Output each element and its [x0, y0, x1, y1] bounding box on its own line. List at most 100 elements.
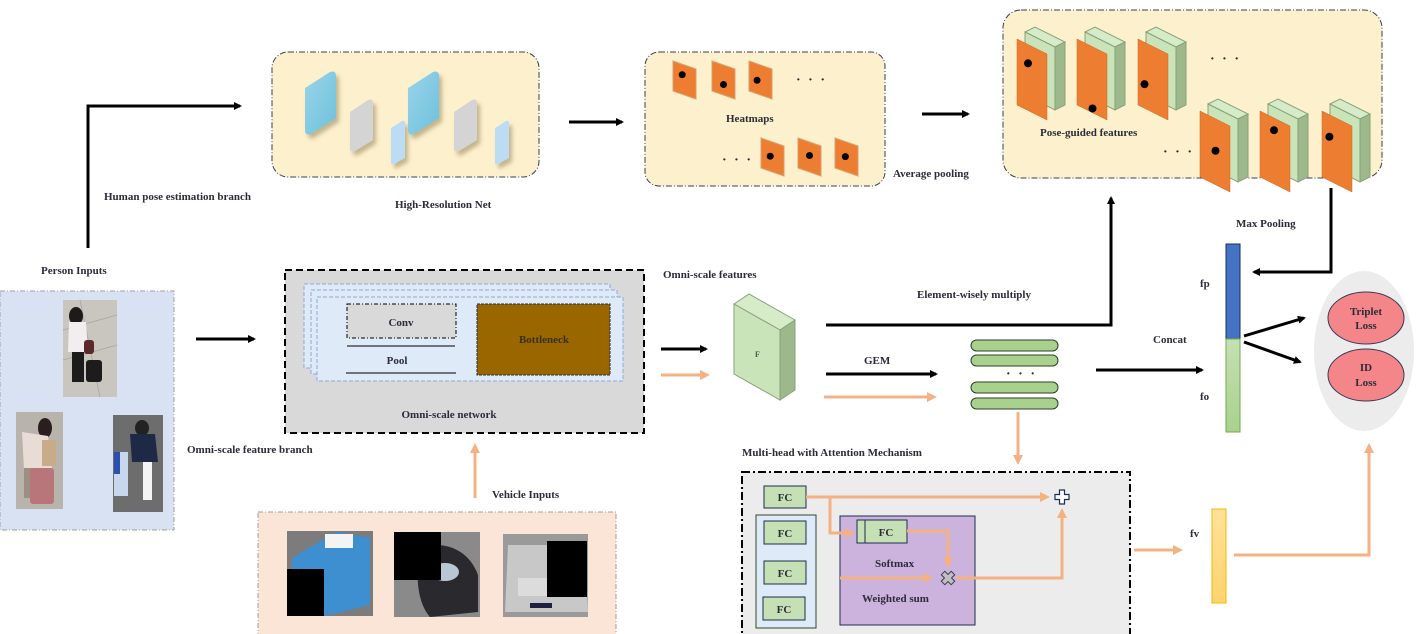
- pose-guided-feature-cube: [1259, 98, 1310, 193]
- fo-label: fo: [1200, 391, 1210, 403]
- to-triplet-arrow: [1243, 315, 1306, 338]
- bottleneck-layer: [476, 303, 611, 376]
- concat-label: Concat: [1153, 334, 1187, 346]
- add-icon: [1054, 489, 1070, 505]
- fc-top-label: FC: [778, 492, 793, 504]
- heatmaps-ellipsis-bottom: · · ·: [722, 153, 753, 168]
- pool-label: Pool: [387, 355, 408, 367]
- bottleneck-label: Bottleneck: [519, 334, 570, 346]
- conv-layer: [346, 303, 457, 339]
- fp-vector: [1225, 243, 1241, 340]
- person-image-2: [16, 412, 63, 509]
- heatmap-tile: [711, 60, 736, 100]
- max-pooling-label: Max Pooling: [1236, 218, 1296, 230]
- pose-features-ellipsis-top: · · ·: [1210, 52, 1241, 67]
- keypoint-dot: [766, 152, 774, 160]
- person-inputs-panel: [0, 290, 175, 531]
- keypoint-dot: [1088, 104, 1097, 113]
- person-inputs-label: Person Inputs: [41, 265, 107, 277]
- fo-vector: [1225, 338, 1241, 433]
- hrnet-label: High-Resolution Net: [395, 199, 492, 211]
- pose-guided-feature-cube: [1137, 26, 1188, 121]
- triplet-loss-label-line1: Triplet: [1350, 306, 1383, 318]
- element-multiply-label: Element-wisely multiply: [917, 289, 1031, 301]
- gem-label: GEM: [864, 355, 891, 367]
- heatmaps-block: · · · · · · Heatmaps: [644, 51, 886, 187]
- omni-feature-cube: F: [733, 293, 796, 401]
- heatmap-tile: [834, 137, 859, 177]
- hrnet-block: [271, 51, 540, 178]
- keypoint-dot: [841, 153, 849, 161]
- keypoint-dot: [806, 152, 813, 159]
- fv-vector: [1211, 508, 1227, 604]
- omni-features-label: Omni-scale features: [663, 269, 757, 281]
- hrnet-layer-icon: [305, 71, 509, 165]
- fv-to-loss-arrow: [1234, 443, 1374, 557]
- concat-feature-vector: [1225, 243, 1241, 433]
- fc-2-label: FC: [778, 568, 793, 580]
- omni-branch-label: Omni-scale feature branch: [187, 444, 313, 456]
- heatmap-tile: [748, 60, 773, 100]
- fc-top-to-fc-inner-arrow: [828, 497, 855, 538]
- keypoint-dot: [1325, 132, 1334, 141]
- vehicle-inputs-panel: [257, 511, 617, 634]
- heatmaps-label: Heatmaps: [726, 113, 774, 125]
- omni-feature-glyph: F: [755, 350, 760, 359]
- triplet-loss-label-line2: Loss: [1355, 320, 1377, 332]
- id-loss-label-line2: Loss: [1355, 377, 1377, 389]
- conv-label: Conv: [388, 317, 414, 329]
- keypoint-dot: [753, 76, 761, 84]
- keypoint-dot: [1270, 126, 1278, 135]
- fc-inner-to-multiply-arrow: [907, 529, 953, 568]
- keypoint-dot: [678, 71, 686, 79]
- fc-2: [763, 560, 807, 585]
- vehicle-image-bus: [287, 531, 373, 616]
- fv-label: fv: [1190, 528, 1200, 540]
- softmax-label: Softmax: [875, 558, 915, 570]
- multiply-icon: [940, 570, 956, 586]
- gem-feature-stack: · · ·: [970, 339, 1059, 410]
- keypoint-dot: [1024, 59, 1032, 68]
- id-loss-label-line1: ID: [1360, 362, 1372, 374]
- omni-scale-network-block: Conv Pool Bottleneck Omni-scale network: [284, 269, 645, 434]
- attention-title: Multi-head with Attention Mechanism: [742, 447, 922, 459]
- pose-guided-feature-cube: [1321, 98, 1372, 193]
- multiply-to-add-arrow: [956, 508, 1067, 580]
- gem-ellipsis: · · ·: [1006, 367, 1037, 382]
- fp-label: fp: [1200, 278, 1210, 290]
- triplet-loss-node: [1327, 291, 1405, 345]
- heatmap-tile: [760, 137, 785, 177]
- heatmap-tile: [797, 137, 822, 177]
- fc-3: [762, 596, 806, 621]
- keypoint-dot: [1211, 146, 1220, 155]
- pose-branch-label: Human pose estimation branch: [104, 191, 251, 203]
- vehicle-image-silver-car: [503, 534, 588, 617]
- pose-features-ellipsis-bottom: · · ·: [1163, 145, 1194, 160]
- omni-network-label: Omni-scale network: [401, 409, 497, 421]
- keypoint-dot: [1140, 80, 1149, 89]
- fc-inner-label: FC: [879, 527, 894, 539]
- heatmap-tile: [672, 60, 697, 100]
- pose-guided-feature-cube: [1199, 98, 1250, 193]
- pose-guided-features-block: · · · · · · Pose-guided features: [1002, 9, 1383, 193]
- fc-1: [763, 520, 807, 545]
- person-image-1: [62, 299, 118, 398]
- vehicle-image-black-car: [394, 532, 480, 617]
- person-image-3: [113, 415, 163, 512]
- pose-guided-feature-cube: [1076, 26, 1127, 121]
- pose-branch-arrow: [86, 102, 242, 248]
- fc-3-label: FC: [777, 604, 792, 616]
- pose-features-label: Pose-guided features: [1040, 127, 1138, 139]
- max-pooling-arrow: [1252, 188, 1333, 276]
- loss-group: Triplet Loss ID Loss: [1314, 271, 1414, 431]
- pose-guided-feature-cube: [1016, 26, 1067, 121]
- fc-1-label: FC: [778, 528, 793, 540]
- attention-module: FC FC FC FC FC Softmax Weighted sum: [741, 471, 1131, 634]
- weighted-sum-label: Weighted sum: [862, 593, 929, 605]
- element-multiply-arrow: [826, 196, 1115, 327]
- id-loss-node: [1327, 348, 1405, 402]
- heatmaps-ellipsis-top: · · ·: [796, 73, 827, 88]
- to-id-arrow: [1243, 340, 1302, 364]
- vehicle-inputs-label: Vehicle Inputs: [492, 489, 560, 501]
